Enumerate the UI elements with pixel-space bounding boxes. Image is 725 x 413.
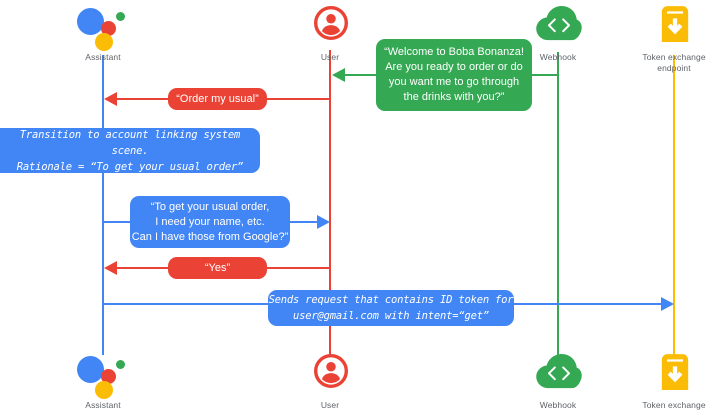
actor-webhook-bottom: Webhook [498,352,618,411]
message-bubble-ask-for-profile: “To get your usual order, I need your na… [130,196,290,248]
actor-label-webhook-bottom: Webhook [539,400,577,410]
note-bubble-sends-id-token: Sends request that contains ID token for… [268,290,514,326]
actor-token-endpoint-top: Token exchange endpoint [614,4,725,74]
assistant-dot-green [116,12,125,21]
lifeline-token-endpoint [673,55,675,355]
cloud-code-icon [536,6,582,41]
actor-label-user-bottom: User [320,400,340,410]
arrowhead-sends-id-token [661,297,674,311]
message-bubble-yes: “Yes” [168,257,267,279]
download-box-icon-bottom [661,354,689,390]
message-bubble-welcome: “Welcome to Boba Bonanza! Are you ready … [376,39,532,111]
user-avatar-icon [314,6,348,40]
arrowhead-yes [104,261,117,275]
actor-assistant-top: Assistant [43,4,163,63]
actor-user-bottom: User [270,352,390,411]
actor-label-token-endpoint-bottom: Token exchange endpoint [642,400,706,413]
note-bubble-transition: Transition to account linking system sce… [0,128,260,173]
assistant-dot-yellow [95,33,113,51]
google-assistant-logo-icon [43,4,163,51]
actor-token-endpoint-bottom: Token exchange endpoint [614,352,725,413]
assistant-dot-green [116,360,125,369]
arrowhead-ask-for-profile [317,215,330,229]
assistant-dot-red [101,369,116,384]
arrowhead-order-my-usual [104,92,117,106]
actor-webhook-top: Webhook [498,4,618,63]
assistant-dot-yellow [95,381,113,399]
user-avatar-icon-bottom [314,354,348,388]
actor-user-top: User [270,4,390,63]
assistant-dot-blue [77,356,104,383]
lifeline-user [329,50,331,355]
actor-label-user: User [320,52,340,62]
google-assistant-logo-icon-bottom [43,352,163,399]
actor-label-assistant: Assistant [85,52,121,62]
cloud-code-icon-bottom [536,354,582,389]
lifeline-webhook [557,52,559,355]
actor-label-webhook: Webhook [539,52,577,62]
message-bubble-order-my-usual: “Order my usual” [168,88,267,110]
actor-assistant-bottom: Assistant [43,352,163,411]
assistant-dot-blue [77,8,104,35]
actor-label-assistant-bottom: Assistant [85,400,121,410]
actor-label-token-endpoint: Token exchange endpoint [642,52,706,73]
assistant-dot-red [101,21,116,36]
download-box-icon [661,6,689,42]
arrowhead-welcome [332,68,345,82]
lifeline-assistant [102,55,104,355]
